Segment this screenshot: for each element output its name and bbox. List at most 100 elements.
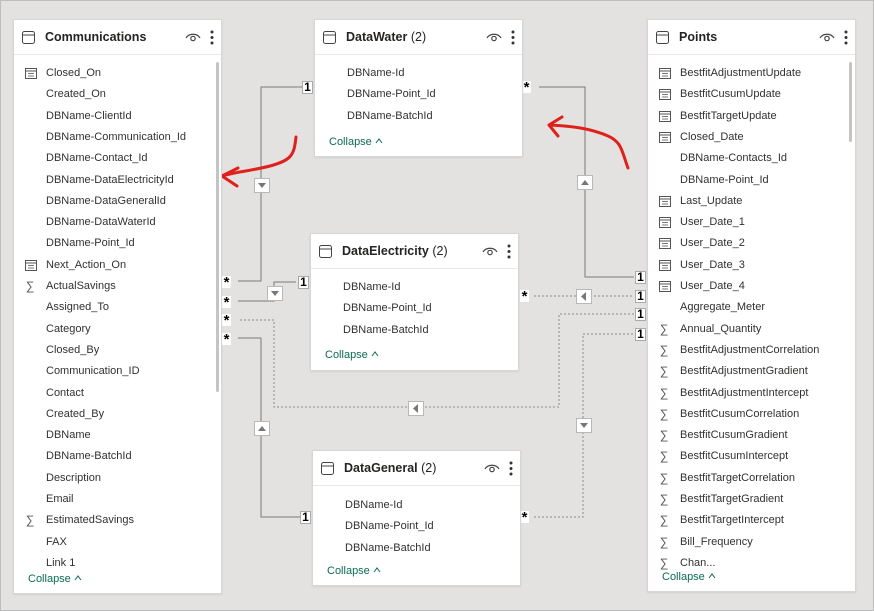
field-row[interactable]: BestfitTargetUpdate [659, 107, 777, 125]
field-row[interactable]: User_Date_1 [659, 213, 745, 231]
field-row[interactable]: Contact [46, 384, 84, 402]
field-row[interactable]: BestfitAdjustmentUpdate [659, 64, 801, 82]
scrollbar[interactable] [216, 62, 219, 392]
field-name: DBName-Point_Id [345, 520, 434, 533]
field-row[interactable]: User_Date_3 [659, 256, 745, 274]
field-row[interactable]: User_Date_2 [659, 234, 745, 252]
collapse-link[interactable]: Collapse [325, 349, 379, 361]
field-row[interactable]: ∑Chan... [660, 554, 716, 572]
field-row[interactable]: DBName-BatchId [46, 447, 132, 465]
field-row[interactable]: Aggregate_Meter [680, 298, 765, 316]
more-options-icon[interactable] [844, 30, 848, 45]
field-row[interactable]: ∑BestfitAdjustmentIntercept [660, 384, 809, 402]
field-row[interactable]: ∑EstimatedSavings [26, 511, 134, 529]
direction-arrow-down[interactable] [254, 178, 270, 193]
field-row[interactable]: DBName-Point_Id [46, 234, 135, 252]
field-row[interactable]: DBName-Id [345, 496, 402, 514]
field-row[interactable]: Category [46, 320, 91, 338]
field-row[interactable]: DBName-DataElectricityId [46, 171, 174, 189]
scrollbar[interactable] [849, 62, 852, 142]
field-row[interactable]: DBName [46, 426, 91, 444]
field-row[interactable]: Closed_On [25, 64, 101, 82]
field-name: DBName-Point_Id [347, 88, 436, 101]
direction-arrow-left[interactable] [408, 401, 424, 416]
field-row[interactable]: Closed_By [46, 341, 99, 359]
field-row[interactable]: Created_By [46, 405, 104, 423]
field-row[interactable]: Assigned_To [46, 298, 109, 316]
collapse-link[interactable]: Collapse [28, 573, 82, 585]
field-row[interactable]: BestfitCusumUpdate [659, 85, 781, 103]
eye-icon[interactable] [486, 32, 502, 43]
field-name: BestfitAdjustmentGradient [680, 365, 808, 378]
field-row[interactable]: DBName-BatchId [343, 321, 429, 339]
field-row[interactable]: DBName-Communication_Id [46, 128, 186, 146]
triangle-down-icon [580, 423, 588, 428]
field-row[interactable]: DBName-Contact_Id [46, 149, 148, 167]
field-name: DBName-BatchId [347, 109, 433, 122]
field-row[interactable]: FAX [46, 533, 67, 551]
field-row[interactable]: Next_Action_On [25, 256, 126, 274]
field-name: Annual_Quantity [680, 322, 762, 335]
field-row[interactable]: Closed_Date [659, 128, 744, 146]
field-row[interactable]: DBName-Id [343, 278, 400, 296]
field-row[interactable]: DBName-BatchId [347, 107, 433, 125]
eye-icon[interactable] [819, 32, 835, 43]
field-row[interactable]: DBName-Id [347, 64, 404, 82]
collapse-link[interactable]: Collapse [327, 565, 381, 577]
more-options-icon[interactable] [509, 461, 513, 476]
field-row[interactable]: DBName-BatchId [345, 539, 431, 557]
field-row[interactable]: ∑ActualSavings [26, 277, 116, 295]
table-title-text: DataGeneral [344, 461, 418, 475]
collapse-link[interactable]: Collapse [329, 136, 383, 148]
field-row[interactable]: DBName-Point_Id [680, 171, 769, 189]
direction-arrow-down[interactable] [267, 286, 283, 301]
field-row[interactable]: DBName-DataGeneralId [46, 192, 166, 210]
field-name: DBName-DataElectricityId [46, 173, 174, 186]
field-row[interactable]: DBName-Contacts_Id [680, 149, 787, 167]
field-name: DBName [46, 429, 91, 442]
eye-icon[interactable] [185, 32, 201, 43]
field-row[interactable]: ∑BestfitTargetCorrelation [660, 469, 795, 487]
field-row[interactable]: ∑BestfitCusumCorrelation [660, 405, 800, 423]
more-options-icon[interactable] [507, 244, 511, 259]
field-row[interactable]: ∑BestfitAdjustmentGradient [660, 362, 808, 380]
direction-arrow-up[interactable] [577, 175, 593, 190]
chevron-up-icon [371, 351, 379, 357]
field-name: FAX [46, 535, 67, 548]
field-row[interactable]: Link 1 [46, 554, 75, 572]
field-row[interactable]: DBName-Point_Id [343, 299, 432, 317]
collapse-link[interactable]: Collapse [662, 571, 716, 583]
field-row[interactable]: ∑BestfitTargetIntercept [660, 511, 784, 529]
field-row[interactable]: DBName-DataWaterId [46, 213, 156, 231]
direction-arrow-up[interactable] [254, 421, 270, 436]
field-row[interactable]: DBName-Point_Id [345, 517, 434, 535]
field-name: BestfitTargetCorrelation [680, 471, 795, 484]
field-row[interactable]: User_Date_4 [659, 277, 745, 295]
more-options-icon[interactable] [511, 30, 515, 45]
more-options-icon[interactable] [210, 30, 214, 45]
field-row[interactable]: Email [46, 490, 74, 508]
field-row[interactable]: Created_On [46, 85, 106, 103]
field-row[interactable]: ∑BestfitAdjustmentCorrelation [660, 341, 820, 359]
field-row[interactable]: DBName-ClientId [46, 107, 132, 125]
eye-icon[interactable] [484, 463, 500, 474]
field-row[interactable]: Last_Update [659, 192, 742, 210]
field-row[interactable]: ∑BestfitCusumGradient [660, 426, 788, 444]
field-row[interactable]: Description [46, 469, 101, 487]
field-name: DBName-BatchId [345, 541, 431, 554]
field-row[interactable]: ∑BestfitTargetGradient [660, 490, 784, 508]
direction-arrow-left[interactable] [576, 289, 592, 304]
field-row[interactable]: ∑Bill_Frequency [660, 533, 753, 551]
field-row[interactable]: ∑Annual_Quantity [660, 320, 762, 338]
field-row[interactable]: ∑BestfitCusumIntercept [660, 447, 789, 465]
direction-arrow-down[interactable] [576, 418, 592, 433]
field-row[interactable]: DBName-Point_Id [347, 85, 436, 103]
field-row[interactable]: Communication_ID [46, 362, 140, 380]
eye-icon[interactable] [482, 246, 498, 257]
calendar-icon [659, 110, 671, 122]
